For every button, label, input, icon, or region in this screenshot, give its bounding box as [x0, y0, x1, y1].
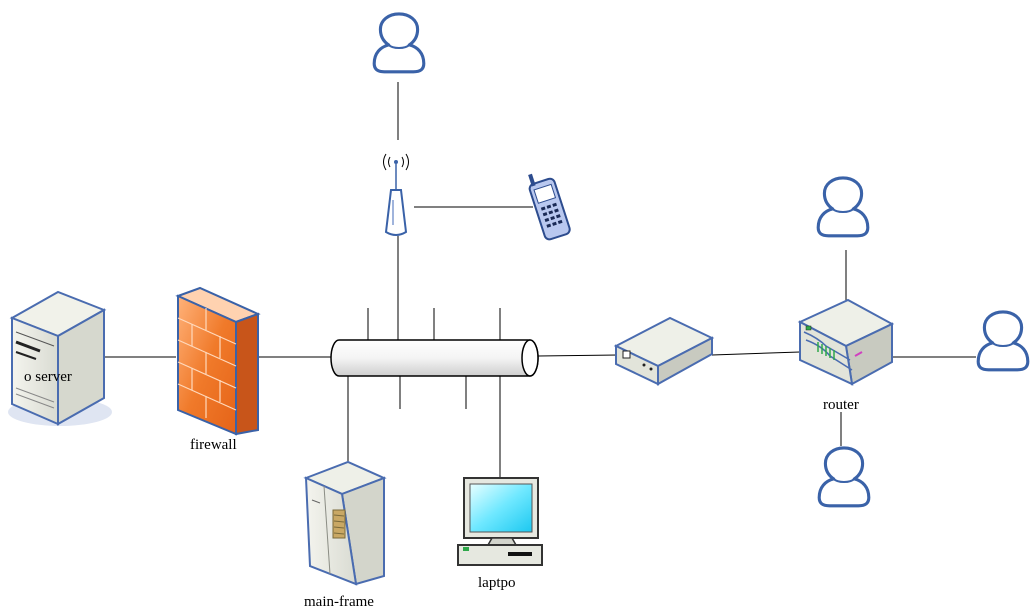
router-label: router	[823, 397, 859, 413]
mobile-phone-icon	[528, 173, 571, 241]
network-bus-icon	[330, 339, 539, 377]
firewall-label: firewall	[190, 437, 237, 453]
line-bus-modem	[537, 354, 619, 357]
mainframe-icon	[303, 460, 387, 586]
user-icon	[816, 176, 870, 238]
user-icon	[976, 310, 1030, 372]
server-icon	[8, 290, 112, 426]
user-icon	[372, 12, 426, 74]
laptop-label: laptpo	[478, 575, 516, 591]
router-icon	[797, 298, 895, 386]
workstation-icon	[457, 477, 543, 566]
wireless-access-point-icon	[383, 153, 409, 236]
modem-icon	[613, 316, 715, 386]
line-modem-router	[711, 351, 801, 356]
server-label: o server	[24, 369, 72, 385]
firewall-icon	[175, 286, 261, 436]
connections	[105, 82, 976, 478]
mainframe-label: main-frame	[304, 594, 374, 610]
user-icon	[817, 446, 871, 508]
